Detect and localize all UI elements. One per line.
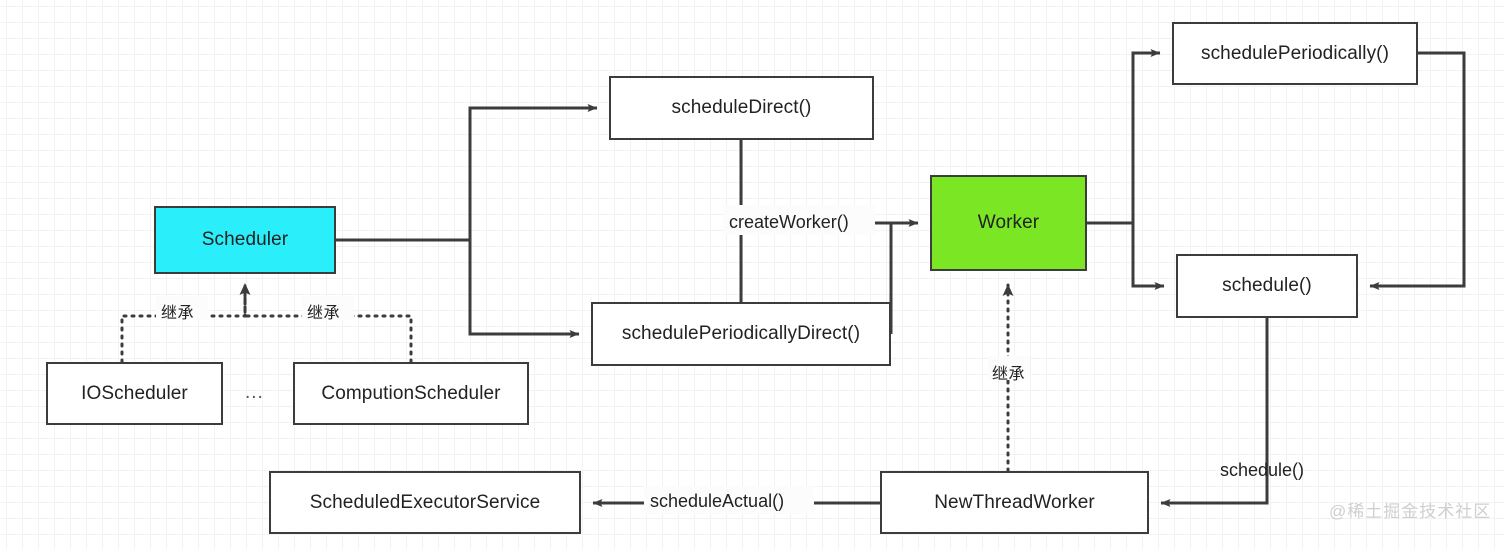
label-mask-inherit-newthreadworker <box>988 356 1030 380</box>
node-scheduled-executor-service[interactable]: ScheduledExecutorService <box>269 471 581 534</box>
label-mask-inherit-computation <box>302 296 354 320</box>
label-mask-create-worker <box>723 205 875 235</box>
label-mask-schedule-actual <box>644 486 814 514</box>
node-compution-scheduler[interactable]: ComputionScheduler <box>293 362 529 425</box>
node-new-thread-worker-label: NewThreadWorker <box>934 491 1095 513</box>
node-compution-scheduler-label: ComputionScheduler <box>321 382 501 404</box>
node-schedule-periodically-direct[interactable]: schedulePeriodicallyDirect() <box>591 302 891 366</box>
node-schedule-label: schedule() <box>1222 275 1312 296</box>
edge-label-inherit-computation: 继承 <box>307 305 341 322</box>
node-schedule-direct-label: scheduleDirect() <box>671 97 812 118</box>
edge-schedule-periodically-to-schedule <box>1369 51 1466 290</box>
node-schedule-periodically-direct-label: schedulePeriodicallyDirect() <box>621 323 861 344</box>
node-schedule[interactable]: schedule() <box>1176 254 1358 318</box>
edge-scheduler-to-schedule-direct <box>336 104 598 242</box>
edge-worker-to-schedule <box>1131 223 1165 290</box>
edge-scheduler-to-schedule-periodically-direct <box>468 240 580 338</box>
node-new-thread-worker[interactable]: NewThreadWorker <box>880 471 1149 534</box>
edge-label-schedule-down: schedule() <box>1220 460 1305 480</box>
ellipsis-more-schedulers: ... <box>245 382 264 403</box>
node-schedule-direct[interactable]: scheduleDirect() <box>609 76 874 140</box>
node-schedule-periodically-label: schedulePeriodically() <box>1200 42 1390 64</box>
label-mask-inherit-io <box>156 296 208 320</box>
node-schedule-periodically[interactable]: schedulePeriodically() <box>1172 22 1418 85</box>
edge-label-schedule-actual: scheduleActual() <box>650 491 785 511</box>
node-worker[interactable]: Worker <box>930 175 1087 271</box>
node-worker-label: Worker <box>977 212 1040 233</box>
edge-worker-to-schedule-periodically <box>1087 49 1161 225</box>
edge-label-create-worker: createWorker() <box>729 212 849 232</box>
edge-label-inherit-io: 继承 <box>161 305 195 322</box>
edge-label-inherit-new-thread-worker: 继承 <box>992 366 1026 383</box>
node-io-scheduler[interactable]: IOScheduler <box>46 362 223 425</box>
node-scheduler[interactable]: Scheduler <box>154 206 336 274</box>
watermark: @稀土掘金技术社区 <box>1329 502 1492 521</box>
node-scheduler-label: Scheduler <box>201 229 289 250</box>
node-scheduled-executor-service-label: ScheduledExecutorService <box>309 491 541 513</box>
node-io-scheduler-label: IOScheduler <box>81 382 188 404</box>
